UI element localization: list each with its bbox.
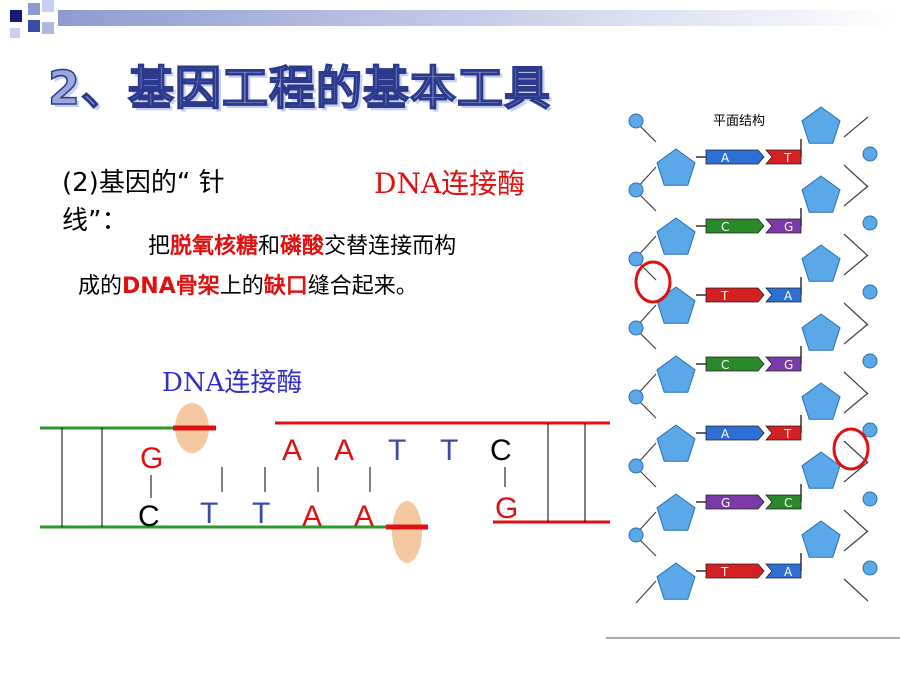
sugar-left <box>656 355 696 393</box>
dna-plane-structure: A T C G T A C G A T G C T A <box>606 106 900 639</box>
page-title: 2、基因工程的基本工具 <box>47 60 552 116</box>
base-left-letter: A <box>721 151 730 165</box>
bottom-base-3: T <box>252 497 271 530</box>
sugar-right <box>801 244 841 282</box>
base-left-letter: T <box>720 565 729 579</box>
base-right-bar <box>765 218 802 234</box>
base-left-letter: A <box>721 427 730 441</box>
phosphate-right <box>862 560 878 576</box>
base-right-bar <box>765 356 802 372</box>
sugar-left <box>656 148 696 186</box>
backbone-right <box>843 509 869 533</box>
backbone-left <box>635 580 657 604</box>
phosphate-left <box>628 182 644 198</box>
phosphate-right <box>862 146 878 162</box>
base-right-letter: G <box>784 220 793 234</box>
base-left-bar <box>705 494 765 510</box>
base-right-letter: G <box>784 358 793 372</box>
top-base-3: T <box>388 434 407 467</box>
backbone-right <box>843 185 869 207</box>
phosphate-right <box>862 215 878 231</box>
base-right-bottom: G <box>495 492 519 525</box>
base-right-letter: A <box>784 565 793 579</box>
base-left-letter: T <box>720 289 729 303</box>
backbone-right <box>843 116 869 138</box>
sugar-right <box>801 175 841 213</box>
top-base-4: T <box>440 434 459 467</box>
base-left-letter: G <box>721 496 730 510</box>
sugar-right <box>801 520 841 558</box>
base-left-bar <box>705 149 765 165</box>
backbone-right <box>843 371 869 395</box>
enzyme-name: DNA连接酶 <box>374 167 526 200</box>
base-left-bar <box>705 218 765 234</box>
phosphate-left <box>628 320 644 336</box>
base-right-letter: T <box>783 151 792 165</box>
phosphate-right <box>862 491 878 507</box>
sugar-left <box>656 286 696 324</box>
bottom-base-2: T <box>200 497 219 530</box>
sugar-left <box>656 493 696 531</box>
phosphate-left <box>628 389 644 405</box>
base-left-bar <box>705 563 765 579</box>
sugar-right <box>801 451 841 489</box>
base-right-letter: C <box>784 496 792 510</box>
base-left-top: G <box>140 442 164 475</box>
backbone-right <box>843 392 869 414</box>
base-right-bar <box>765 287 802 303</box>
structure-header: 平面结构 <box>713 114 766 129</box>
sugar-left <box>656 424 696 462</box>
highlight-circle-left <box>634 260 672 304</box>
highlight-circle-right <box>832 427 870 471</box>
phosphate-left <box>628 458 644 474</box>
top-base-5: C <box>490 434 512 467</box>
bottom-base-4: A <box>302 500 323 533</box>
base-right-bar <box>765 425 802 441</box>
header-decoration <box>10 0 900 38</box>
backbone-right <box>843 323 869 345</box>
bottom-base-1: C <box>138 500 160 533</box>
phosphate-left <box>628 251 644 267</box>
top-base-1: A <box>282 434 303 467</box>
phosphate-right <box>862 353 878 369</box>
base-right-bar <box>765 563 802 579</box>
description-line2: 成的DNA骨架上的缺口缝合起来。 <box>78 274 418 299</box>
sugar-left <box>656 217 696 255</box>
base-left-letter: C <box>721 220 729 234</box>
sugar-left <box>656 562 696 600</box>
sugar-right <box>801 313 841 351</box>
phosphate-right <box>862 284 878 300</box>
phosphate-right <box>862 422 878 438</box>
diagram-enzyme-label: DNA连接酶 <box>162 368 303 398</box>
base-left-bar <box>705 356 765 372</box>
base-right-letter: A <box>784 289 793 303</box>
subtitle-line2: 线”： <box>62 206 128 236</box>
backbone-right <box>843 578 869 602</box>
backbone-right <box>843 302 869 326</box>
base-left-bar <box>705 425 765 441</box>
base-right-bar <box>765 494 802 510</box>
backbone-right <box>843 254 869 276</box>
backbone-right <box>843 164 869 188</box>
ligase-oval-bottom <box>392 501 422 563</box>
base-left-bar <box>705 287 765 303</box>
backbone-right <box>843 530 869 552</box>
sugar-right <box>801 382 841 420</box>
sugar-right <box>801 106 841 144</box>
ligase-diagram <box>40 403 610 563</box>
phosphate-left <box>628 527 644 543</box>
backbone-right <box>843 233 869 257</box>
base-right-letter: T <box>783 427 792 441</box>
base-right-bar <box>765 149 802 165</box>
subtitle-line1: (2)基因的“ 针 <box>62 168 225 198</box>
base-left-letter: C <box>721 358 729 372</box>
description-line1: 把脱氧核糖和磷酸交替连接而构 <box>148 234 457 259</box>
bottom-base-5: A <box>354 500 375 533</box>
phosphate-left <box>628 113 644 129</box>
backbone-right <box>843 461 869 483</box>
top-base-2: A <box>334 434 355 467</box>
